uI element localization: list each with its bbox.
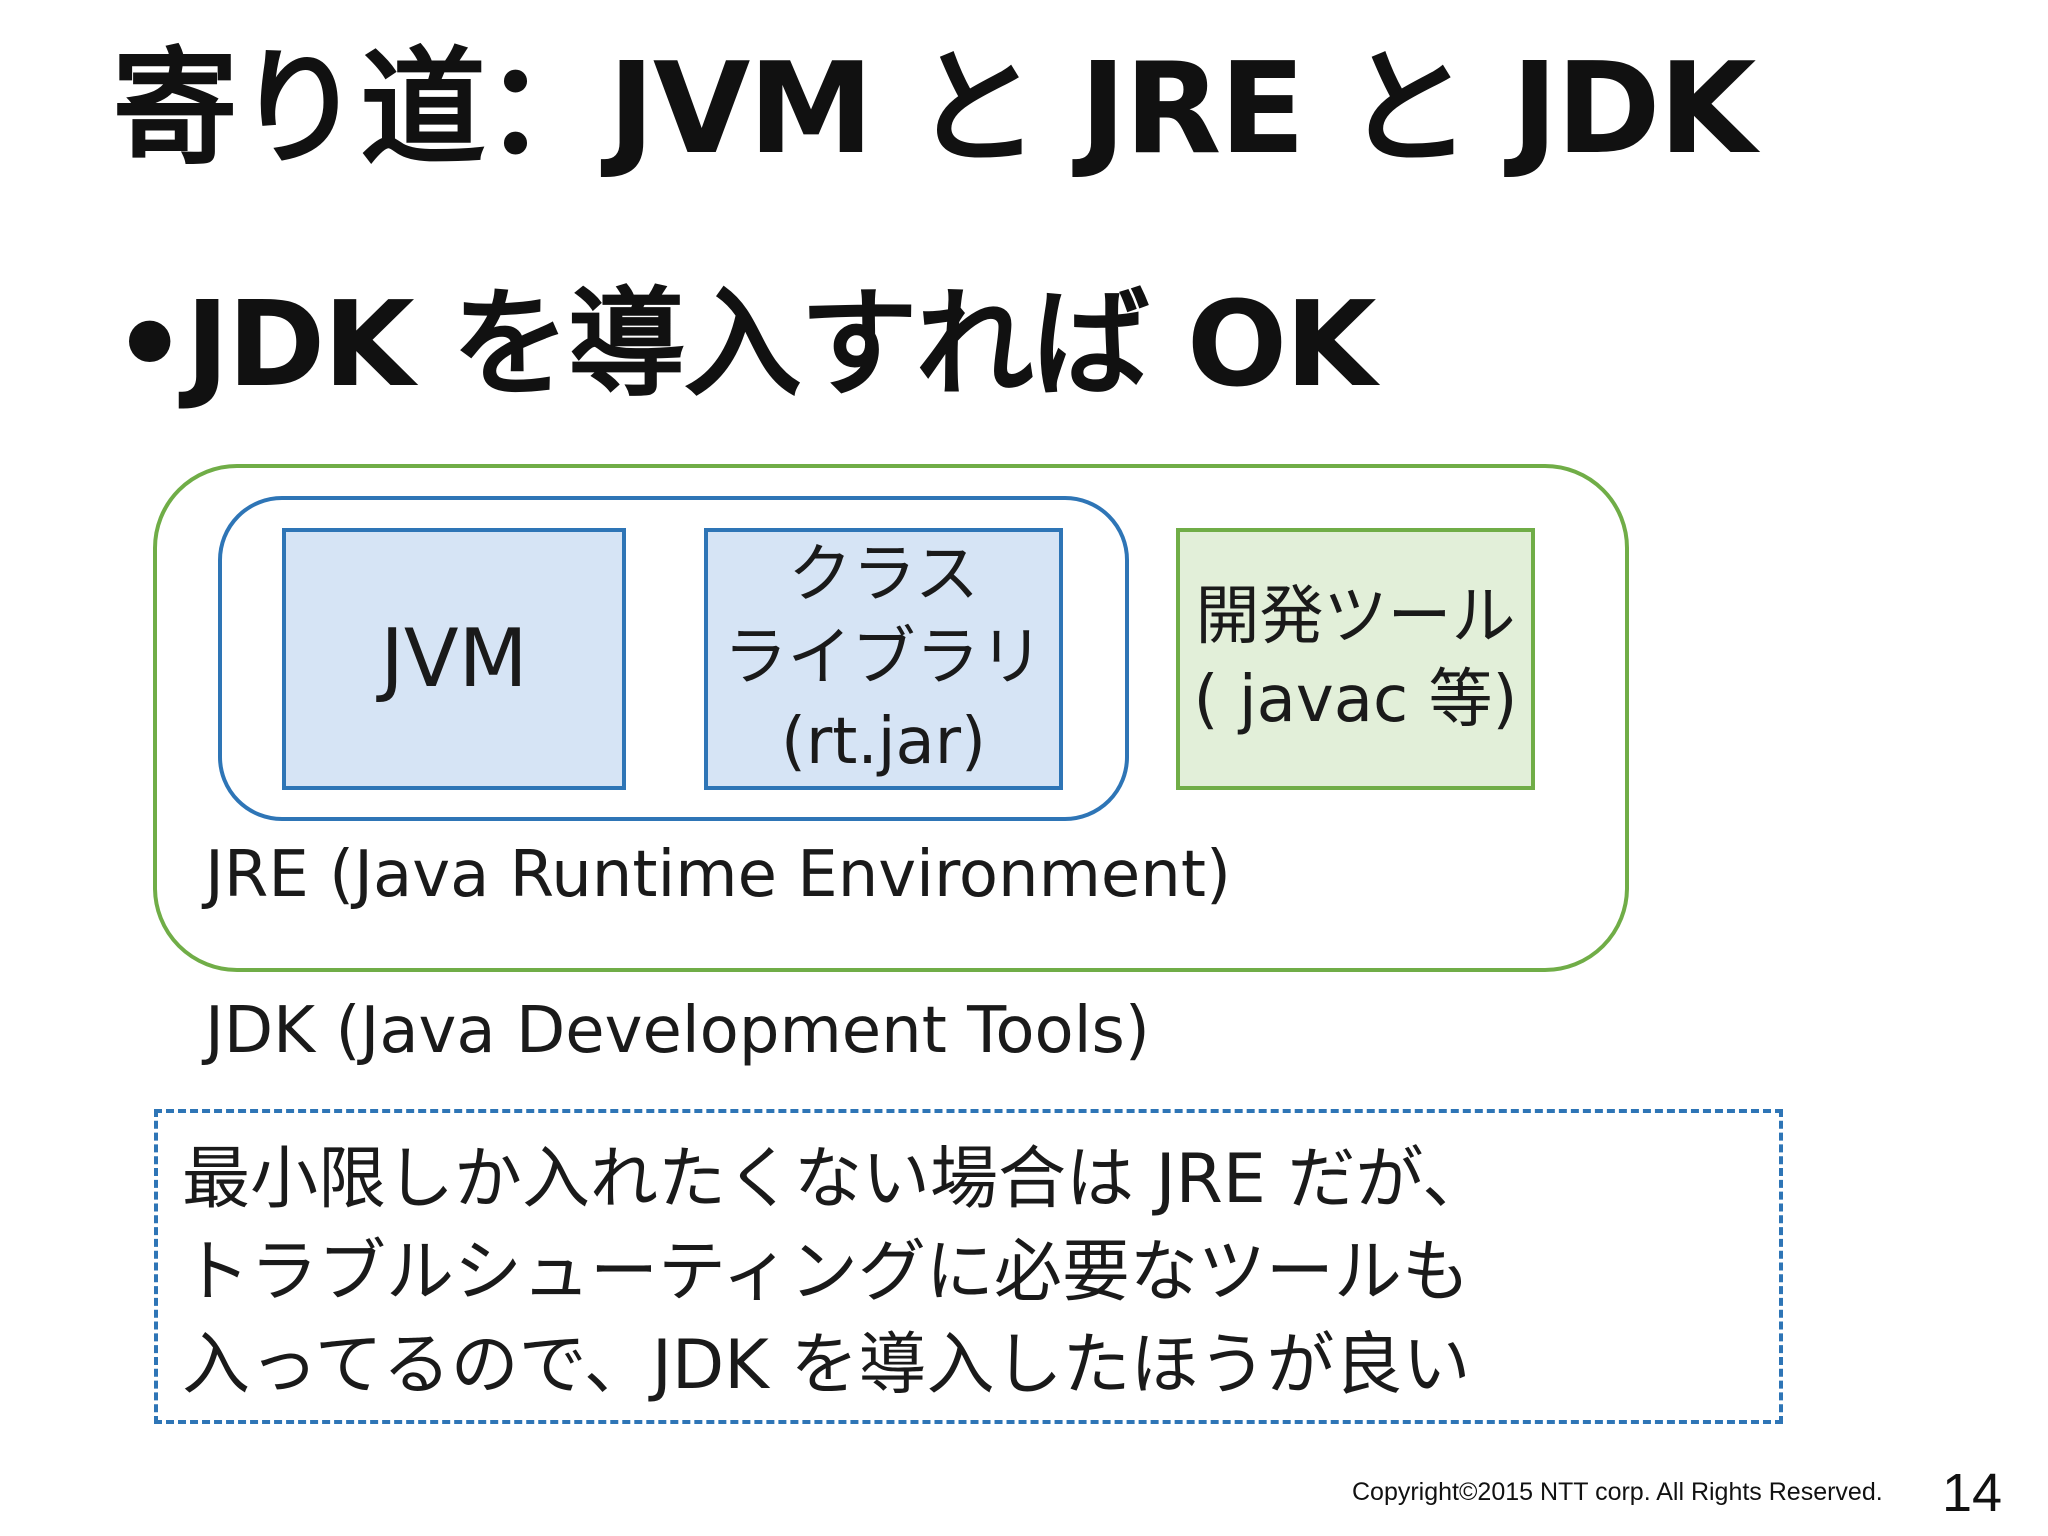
slide-title: 寄り道：JVM と JRE と JDK xyxy=(112,35,1756,182)
copyright-text: Copyright©2015 NTT corp. All Rights Rese… xyxy=(1352,1478,1883,1506)
class-library-line: ライブラリ xyxy=(723,621,1044,696)
dev-tools-line: 開発ツール xyxy=(1195,579,1516,654)
page-number: 14 xyxy=(1942,1463,2003,1523)
jvm-box: JVM xyxy=(282,528,626,790)
dev-tools-line: ( javac 等) xyxy=(1193,663,1518,737)
jdk-container xyxy=(153,464,1629,972)
note-box: 最小限しか入れたくない場合は JRE だが、 トラブルシューティングに必要なツー… xyxy=(154,1109,1783,1424)
note-line: 入ってるので、JDK を導入したほうが良い xyxy=(182,1326,1471,1405)
jdk-label: JDK (Java Development Tools) xyxy=(205,994,1150,1068)
dev-tools-box: 開発ツール ( javac 等) xyxy=(1176,528,1535,790)
jre-container xyxy=(218,496,1129,821)
bullet-point: •JDK を導入すれば OK xyxy=(112,275,1377,413)
jre-label: JRE (Java Runtime Environment) xyxy=(205,838,1231,912)
note-line: トラブルシューティングに必要なツールも xyxy=(182,1233,1470,1312)
class-library-line: クラス xyxy=(788,538,979,613)
jvm-label: JVM xyxy=(380,612,528,705)
class-library-box: クラス ライブラリ (rt.jar) xyxy=(704,528,1063,790)
class-library-line: (rt.jar) xyxy=(781,704,986,779)
note-line: 最小限しか入れたくない場合は JRE だが、 xyxy=(182,1140,1491,1219)
